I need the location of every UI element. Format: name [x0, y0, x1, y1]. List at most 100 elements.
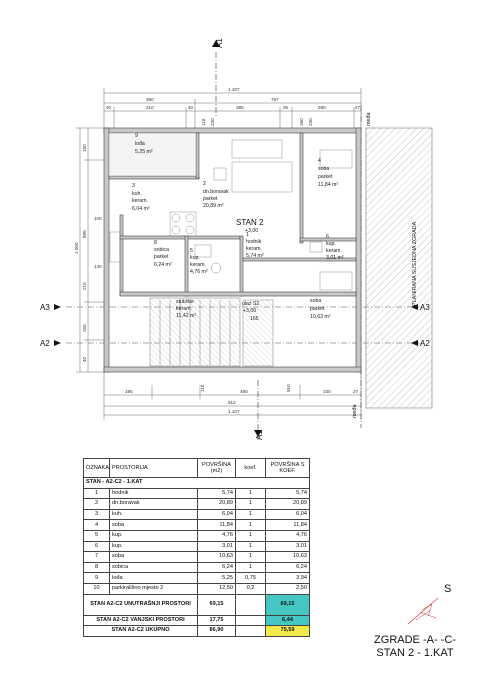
svg-text:2: 2: [203, 181, 206, 187]
svg-text:27: 27: [355, 105, 361, 110]
lodja-area: [108, 132, 197, 177]
section-a2-left-label: A2: [40, 339, 50, 348]
total-row-internal: STAN A2-C2 UNUTRAŠNJI PROSTORI 69,15 69,…: [83, 593, 310, 616]
svg-text:sobica: sobica: [154, 247, 169, 253]
header-povrsina-koef: POVRŠINA S KOEF.: [265, 458, 310, 478]
svg-text:757: 757: [271, 97, 279, 102]
svg-text:8: 8: [154, 240, 157, 246]
svg-text:hodnik: hodnik: [246, 239, 262, 245]
svg-text:keram.: keram.: [190, 262, 206, 268]
svg-text:6,24 m²: 6,24 m²: [154, 262, 172, 268]
total-row-all: STAN A2-C2 UKUPNO 86,90 75,59: [83, 625, 310, 637]
svg-text:5: 5: [190, 248, 193, 254]
svg-text:160: 160: [299, 118, 304, 126]
svg-text:385: 385: [236, 105, 244, 110]
svg-text:1: 1: [246, 232, 249, 238]
svg-text:parket: parket: [154, 254, 169, 260]
medja-top-label: međa: [366, 113, 372, 127]
svg-text:5,25 m²: 5,25 m²: [135, 149, 153, 155]
svg-text:dn.boravak: dn.boravak: [203, 189, 229, 195]
svg-text:40: 40: [106, 105, 112, 110]
section-a2-right-label: A2: [420, 339, 430, 348]
svg-text:25: 25: [283, 105, 289, 110]
svg-text:+3,00: +3,00: [243, 308, 256, 314]
room-labels: 9 lođa 5,25 m² 2 dn.boravak parket 20,89…: [132, 133, 344, 322]
header-koef: koef.: [235, 458, 266, 478]
svg-text:1.107: 1.107: [228, 409, 240, 414]
neighbour-building-hatch: [365, 127, 433, 409]
svg-text:895: 895: [82, 230, 87, 238]
svg-text:3,01 m²: 3,01 m²: [326, 255, 344, 261]
svg-text:280: 280: [318, 105, 326, 110]
svg-text:40: 40: [82, 356, 87, 362]
svg-text:ulaz S2: ulaz S2: [242, 301, 259, 307]
total-row-external: STAN A2-C2 VANJSKI PROSTORI 17,75 6,44: [83, 614, 310, 627]
svg-text:100: 100: [94, 216, 102, 221]
header-povrsina: POVRŠINA (m2): [197, 458, 236, 478]
section-a1-top-arrow: [212, 40, 220, 47]
svg-text:+3,00: +3,00: [245, 228, 258, 234]
north-arrow-icon: S: [407, 583, 451, 625]
svg-text:310: 310: [146, 105, 154, 110]
svg-text:11,84 m²: 11,84 m²: [318, 182, 338, 188]
svg-text:330: 330: [323, 389, 331, 394]
svg-text:soba: soba: [318, 166, 329, 172]
svg-text:195: 195: [125, 389, 133, 394]
furniture: [109, 139, 353, 291]
svg-text:40: 40: [188, 105, 194, 110]
stairs-area: [149, 297, 241, 367]
section-a3-left-label: A3: [40, 303, 50, 312]
drawing-title: ZGRADE -A- -C- STAN 2 - 1.KAT: [356, 634, 474, 660]
svg-text:lođa: lođa: [135, 141, 145, 147]
svg-text:230: 230: [210, 118, 215, 126]
svg-text:255: 255: [82, 324, 87, 332]
svg-text:110: 110: [201, 118, 206, 126]
svg-text:6: 6: [326, 234, 329, 240]
svg-text:150: 150: [82, 144, 87, 152]
medja-bottom-label: međa: [352, 405, 358, 419]
section-a1-bottom-label: A1: [255, 430, 264, 440]
title-line-1: ZGRADE -A- -C-: [374, 634, 456, 646]
svg-text:3: 3: [132, 183, 135, 189]
svg-text:912: 912: [228, 400, 236, 405]
section-a1-top-label: A1: [215, 38, 224, 48]
svg-text:1.000: 1.000: [74, 242, 79, 254]
title-line-2: STAN 2 - 1.KAT: [376, 647, 454, 659]
svg-text:140: 140: [94, 264, 102, 269]
svg-text:keram.: keram.: [176, 306, 192, 312]
svg-text:9: 9: [135, 133, 138, 139]
header-prostorija: PROSTORIJA: [109, 458, 198, 478]
svg-text:230: 230: [308, 118, 313, 126]
svg-text:kuh.: kuh.: [132, 191, 142, 197]
left-dimensions: [76, 127, 104, 373]
svg-text:STAN 2: STAN 2: [236, 218, 264, 227]
svg-text:parket: parket: [203, 196, 218, 202]
table-header-row: OZNAKA PROSTORIJA POVRŠINA (m2) koef. PO…: [83, 458, 310, 478]
svg-text:20,89 m²: 20,89 m²: [203, 203, 224, 209]
section-a1-bottom-arrow: [254, 430, 262, 437]
svg-text:stubište: stubište: [176, 299, 194, 305]
north-label: S: [444, 583, 451, 595]
section-a3-right-label: A3: [420, 303, 430, 312]
table-group-row: STAN - A2-C2 - 1.KAT: [83, 477, 310, 489]
svg-text:10,63 m²: 10,63 m²: [310, 314, 331, 320]
top-dimensions: [103, 88, 362, 128]
svg-text:5,74 m²: 5,74 m²: [246, 253, 264, 259]
svg-text:350: 350: [146, 97, 154, 102]
bottom-dimensions: [103, 372, 362, 420]
svg-text:11,42 m²: 11,42 m²: [176, 313, 196, 319]
svg-text:soba: soba: [310, 298, 321, 304]
floor-plan-drawing: PLANIRANA SUSJEDNA ZGRADA A1 A1 A3 A2 A3…: [40, 38, 433, 440]
svg-text:keram.: keram.: [132, 198, 148, 204]
svg-text:4: 4: [318, 158, 321, 164]
